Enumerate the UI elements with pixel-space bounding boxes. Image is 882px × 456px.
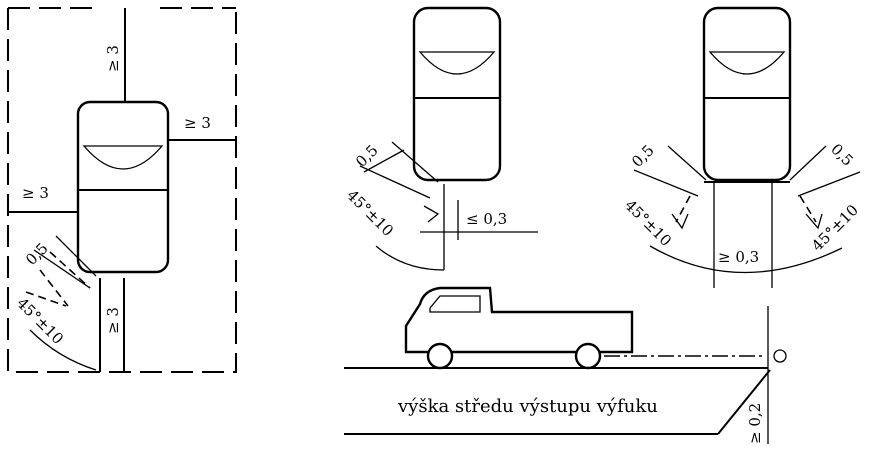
right-vehicle-body — [702, 6, 792, 182]
left-ext-line-b — [33, 249, 91, 289]
right-left-angle-label: 45°±10 — [621, 196, 675, 250]
right-right-dashed — [799, 195, 817, 223]
left-figure — [7, 7, 237, 373]
middle-half-label: 0,5 — [352, 141, 382, 171]
left-ext-line-a — [55, 235, 97, 277]
exhaust-outlet-circle — [773, 349, 787, 363]
height-ge02-label: ≥ 0,2 — [746, 403, 764, 444]
right-right-half-label: 0,5 — [827, 140, 857, 170]
left-left-ge3-label: ≥ 3 — [22, 184, 49, 202]
right-ge03-label: ≥ 0,3 — [718, 248, 759, 266]
left-top-ge3-label: ≥ 3 — [104, 45, 122, 72]
truck-side-figure — [344, 286, 787, 444]
right-right-ext-a — [789, 145, 827, 181]
middle-le03-label: ≤ 0,3 — [466, 210, 507, 228]
left-bottom-ge3-label: ≥ 3 — [104, 307, 122, 334]
right-left-dashed — [675, 195, 691, 223]
middle-angle-label: 45°±10 — [343, 186, 397, 240]
middle-vehicle-windshield — [418, 51, 496, 75]
right-left-arrow — [671, 213, 689, 230]
middle-ext-line-a — [391, 141, 439, 183]
reference-slope-line — [717, 369, 771, 435]
middle-vehicle-body — [412, 6, 502, 182]
right-right-angle-label: 45°±10 — [808, 201, 862, 255]
right-left-ext-b — [633, 169, 699, 197]
right-left-ext-a — [667, 145, 707, 181]
truck-body — [404, 286, 634, 354]
left-half-label: 0,5 — [22, 239, 52, 269]
right-figure — [633, 6, 861, 288]
right-right-arrow — [805, 213, 823, 230]
left-dim-dashed-b — [39, 269, 69, 307]
right-angle-arc — [649, 245, 843, 274]
left-vehicle-body — [76, 100, 170, 274]
middle-ext-line-b — [359, 165, 431, 199]
truck-window — [429, 295, 481, 313]
truck-front-wheel — [426, 342, 454, 370]
left-dim-dashed-a — [49, 251, 91, 289]
middle-angle-arc — [375, 245, 445, 271]
middle-figure — [359, 6, 538, 271]
exhaust-height-caption: výška středu výstupu výfuku — [397, 396, 658, 417]
right-vehicle-windshield — [708, 51, 786, 75]
right-right-ext-b — [797, 171, 861, 197]
left-right-ge3-label: ≥ 3 — [184, 114, 211, 132]
left-angle-arc — [29, 329, 97, 371]
left-vehicle-windshield — [82, 145, 164, 170]
middle-dim-line — [363, 149, 405, 173]
left-dim-dashed-c — [25, 291, 67, 307]
left-dashed-boundary — [7, 8, 237, 373]
right-left-half-label: 0,5 — [628, 141, 658, 171]
truck-rear-wheel — [574, 342, 602, 370]
middle-exhaust-arrow — [423, 205, 440, 223]
